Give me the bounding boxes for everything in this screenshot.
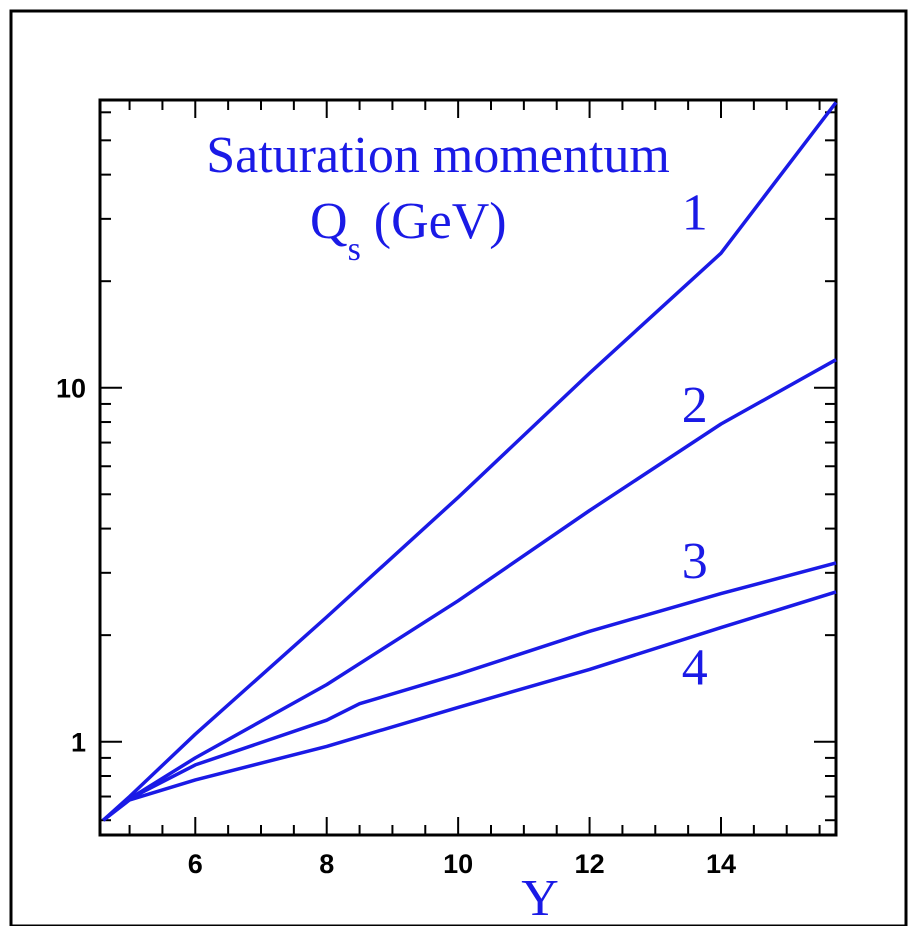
x-tick-label: 8 (319, 849, 334, 879)
x-axis-label: Y (521, 870, 559, 926)
y-axis-label: Qs (GeV) (310, 193, 507, 268)
y-tick-label: 1 (71, 728, 86, 758)
x-tick-label: 12 (575, 849, 605, 879)
series-labels: 1 2 3 4 (682, 184, 708, 696)
series-label-4: 4 (682, 640, 708, 697)
series-line-3 (102, 561, 837, 822)
y-axis-label-unit: (GeV) (361, 193, 507, 250)
axis-tick-labels: 6 8 10 12 14 1 10 (56, 374, 736, 879)
series-lines (102, 101, 838, 822)
x-tick-label: 6 (188, 849, 203, 879)
y-tick-label: 10 (56, 374, 86, 404)
series-line-1 (102, 101, 838, 822)
chart-title: Saturation momentum (206, 127, 670, 184)
axis-ticks (100, 100, 836, 835)
series-label-3: 3 (682, 533, 708, 590)
outer-frame (9, 9, 908, 926)
x-tick-label: 14 (706, 849, 736, 879)
y-axis-label-subscript: s (348, 231, 361, 268)
plot-frame (98, 98, 838, 837)
x-tick-label: 10 (443, 849, 473, 879)
series-label-1: 1 (682, 184, 708, 241)
series-label-2: 2 (682, 377, 708, 434)
y-axis-label-main: Q (310, 193, 348, 250)
series-line-4 (102, 590, 837, 822)
